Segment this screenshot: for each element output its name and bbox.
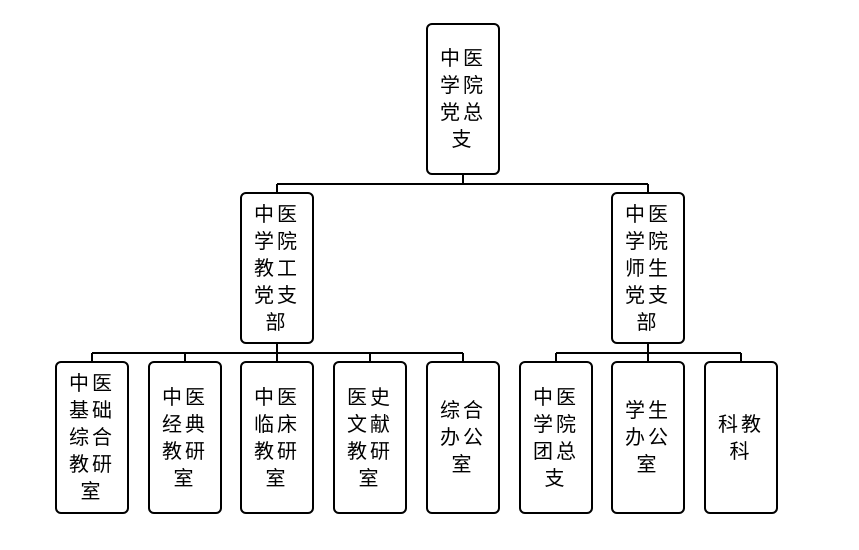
leaf-node: 中医 基础 综合 教研 室 (55, 361, 129, 514)
branch-node-faculty: 中医 学院 教工 党支 部 (240, 192, 314, 344)
leaf-node-label: 医史 文献 教研 室 (347, 384, 393, 490)
leaf-node: 学生 办公 室 (611, 361, 685, 514)
leaf-node: 医史 文献 教研 室 (333, 361, 407, 514)
leaf-node: 中医 临床 教研 室 (240, 361, 314, 514)
leaf-node-label: 学生 办公 室 (625, 398, 671, 476)
leaf-node: 科教 科 (704, 361, 778, 514)
root-node-label: 中医 学院 党总 支 (440, 46, 486, 151)
leaf-node: 综合 办公 室 (426, 361, 500, 514)
branch-node-label: 中医 学院 师生 党支 部 (625, 201, 671, 334)
leaf-node: 中医 经典 教研 室 (148, 361, 222, 514)
root-node: 中医 学院 党总 支 (426, 23, 500, 175)
leaf-node-label: 科教 科 (718, 411, 764, 463)
leaf-node-label: 中医 学院 团总 支 (533, 384, 579, 490)
branch-node-students: 中医 学院 师生 党支 部 (611, 192, 685, 344)
leaf-node: 中医 学院 团总 支 (519, 361, 593, 514)
leaf-node-label: 中医 基础 综合 教研 室 (69, 371, 115, 503)
branch-node-label: 中医 学院 教工 党支 部 (254, 201, 300, 334)
leaf-node-label: 中医 临床 教研 室 (254, 384, 300, 490)
leaf-node-label: 综合 办公 室 (440, 398, 486, 476)
leaf-node-label: 中医 经典 教研 室 (162, 384, 208, 490)
